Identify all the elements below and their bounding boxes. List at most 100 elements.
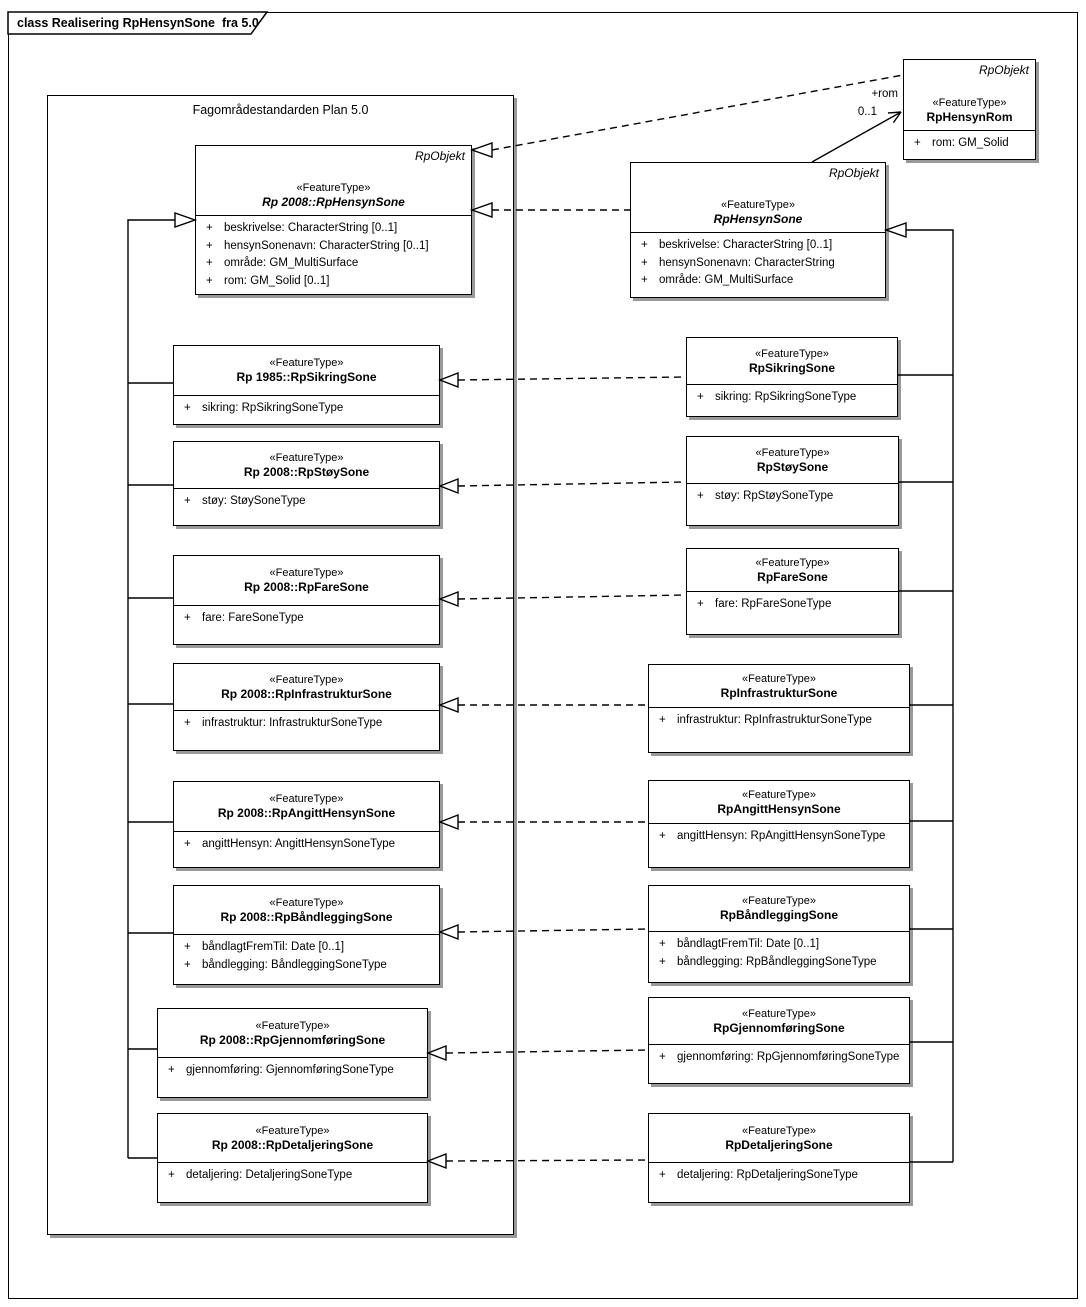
attribute-list: +sikring: RpSikringSoneType — [174, 396, 439, 418]
attribute-row: +båndlagtFremTil: Date [0..1] — [649, 936, 909, 954]
attribute-list: +angittHensyn: AngittHensynSoneType — [174, 832, 439, 854]
diagram-title: class Realisering RpHensynSone fra 5.0 — [17, 16, 259, 30]
attribute-row: + gjennomføring: RpGjennomføringSoneType — [649, 1049, 909, 1067]
attribute-row: + båndlagtFremTil: Date [0..1] — [174, 939, 439, 957]
attribute-visibility: + — [641, 274, 648, 286]
association-role-label: +rom — [871, 88, 898, 100]
class-rp1985-rpsikringsone[interactable]: «FeatureType» Rp 1985::RpSikringSone +si… — [173, 345, 440, 425]
attribute-text: båndlegging: RpBåndleggingSoneType — [677, 955, 877, 968]
attribute-list: + støy: RpStøySoneType — [687, 484, 898, 506]
class-rphensynsone[interactable]: RpObjekt «FeatureType» RpHensynSone +bes… — [630, 162, 886, 298]
attribute-row: +detaljering: RpDetaljeringSoneType — [649, 1167, 909, 1185]
attribute-list: +detaljering: DetaljeringSoneType — [158, 1163, 427, 1185]
class-name: Rp 2008::RpFareSone — [244, 580, 369, 594]
attribute-row: +sikring: RpSikringSoneType — [174, 400, 439, 418]
attribute-row: +angittHensyn: AngittHensynSoneType — [174, 836, 439, 854]
class-rp2008-rpstoysone[interactable]: «FeatureType» Rp 2008::RpStøySone +støy:… — [173, 441, 440, 526]
attribute-text: båndlagtFremTil: Date [0..1] — [202, 941, 345, 953]
attribute-visibility: + — [206, 274, 213, 287]
class-name: Rp 2008::RpGjennomføringSone — [199, 1032, 386, 1047]
attribute-row: + hensynSonenavn: CharacterString — [631, 255, 885, 273]
superclass-label: RpObjekt — [828, 166, 879, 180]
class-name: RpBåndleggingSone — [720, 908, 838, 922]
attribute-text: hensynSonenavn: CharacterString [0..1] — [224, 239, 429, 252]
attribute-list: + båndlagtFremTil: Date [0..1] +båndleggin… — [174, 935, 439, 974]
attribute-visibility: + — [697, 490, 704, 502]
package-label: Fagområdestandarden Plan 5.0 — [192, 103, 369, 117]
attribute-text: støy: RpStøySoneType — [715, 490, 834, 502]
stereotype-label: «FeatureType» — [721, 199, 795, 211]
attribute-text: infrastruktur: InfrastrukturSoneType — [202, 717, 383, 729]
class-rp2008-rpbandleggingsone[interactable]: «FeatureType» Rp 2008::RpBåndleggingSone… — [173, 885, 440, 985]
class-rpstoysone[interactable]: «FeatureType» RpStøySone +støy: RpStøySo… — [686, 436, 899, 526]
stereotype-label: «FeatureType» — [255, 1019, 330, 1032]
attribute-text: fare: FareSoneType — [202, 612, 304, 624]
class-rpangitthensynsone[interactable]: «FeatureType» RpAngittHensynSone +angitt… — [648, 780, 910, 868]
stereotype-label: «FeatureType» — [742, 1007, 816, 1020]
class-rp2008-rpdetaljeringsone[interactable]: «FeatureType» Rp 2008::RpDetaljeringSone… — [157, 1113, 428, 1203]
attribute-row: +båndlegging: RpBåndleggingSoneType — [649, 954, 909, 972]
class-name: RpAngittHensynSone — [717, 801, 841, 816]
association-multiplicity-label: 0..1 — [857, 106, 877, 118]
class-name: Rp 1985::RpSikringSone — [236, 370, 377, 384]
attribute-list: +fare: RpFareSoneType — [687, 592, 898, 614]
attribute-list: +båndlagtFremTil: Date [0..1]+båndleggin… — [649, 932, 909, 971]
class-rp2008-rpgjennomforingsone[interactable]: «FeatureType» Rp 2008::RpGjennomføringSo… — [157, 1008, 428, 1098]
attribute-row: +infrastruktur: RpInfrastrukturSoneType — [649, 712, 909, 730]
attribute-list: +beskrivelse: CharacterString [0..1]+hen… — [631, 233, 885, 290]
attribute-list: +beskrivelse: CharacterString [0..1] + hen… — [196, 216, 471, 290]
class-rphensynrom[interactable]: RpObjekt «FeatureType» RpHensynRom +rom:… — [903, 59, 1036, 160]
class-name: Rp 2008::RpBåndleggingSone — [220, 909, 393, 924]
class-rpgjennomforingsone[interactable]: «FeatureType» RpGjennomføringSone + gjenn… — [648, 997, 910, 1084]
attribute-visibility: + — [184, 717, 191, 729]
attribute-list: +detaljering: RpDetaljeringSoneType — [649, 1163, 909, 1185]
attribute-row: +støy: StøySoneType — [174, 493, 439, 511]
attribute-row: +detaljering: DetaljeringSoneType — [158, 1167, 427, 1185]
attribute-row: +angittHensyn: RpAngittHensynSoneType — [649, 828, 909, 846]
attribute-row: +beskrivelse: CharacterString [0..1] — [631, 237, 885, 255]
attribute-visibility: + — [184, 941, 191, 953]
class-rp2008-rpfaresone[interactable]: «FeatureType» Rp 2008::RpFareSone +fare:… — [173, 555, 440, 645]
attribute-row: +rom: GM_Solid — [904, 135, 1035, 153]
attribute-row: +fare: RpFareSoneType — [687, 596, 898, 614]
attribute-text: infrastruktur: RpInfrastrukturSoneType — [677, 714, 872, 726]
class-rpbandleggingsone[interactable]: «FeatureType» RpBåndleggingSone +båndlag… — [648, 885, 910, 983]
attribute-text: hensynSonenavn: CharacterString — [659, 256, 835, 269]
attribute-row: + støy: RpStøySoneType — [687, 488, 898, 506]
attribute-visibility: + — [184, 495, 191, 507]
attribute-text: rom: GM_Solid [0..1] — [224, 274, 330, 287]
attribute-row: +beskrivelse: CharacterString [0..1] — [196, 220, 471, 238]
class-name: Rp 2008::RpHensynSone — [262, 195, 405, 209]
stereotype-label: «FeatureType» — [269, 673, 344, 686]
stereotype-label: «FeatureType» — [255, 1124, 330, 1137]
attribute-text: beskrivelse: CharacterString [0..1] — [659, 239, 833, 251]
attribute-visibility: + — [659, 1051, 666, 1063]
attribute-list: +støy: StøySoneType — [174, 489, 439, 511]
attribute-visibility: + — [659, 1169, 666, 1181]
attribute-visibility: + — [641, 256, 648, 269]
class-name: RpHensynSone — [713, 212, 803, 226]
attribute-row: + infrastruktur: InfrastrukturSoneType — [174, 715, 439, 733]
attribute-text: angittHensyn: AngittHensynSoneType — [202, 838, 396, 850]
stereotype-label: «FeatureType» — [742, 788, 816, 801]
attribute-list: +fare: FareSoneType — [174, 606, 439, 628]
attribute-row: +båndlegging: BåndleggingSoneType — [174, 957, 439, 975]
attribute-list: +gjennomføring: GjennomføringSoneType — [158, 1058, 427, 1080]
class-rpfaresone[interactable]: «FeatureType» RpFareSone +fare: RpFareSo… — [686, 548, 899, 635]
class-rp2008-rpinfrastruktursone[interactable]: «FeatureType» Rp 2008::RpInfrastrukturSo… — [173, 663, 440, 751]
class-rp2008-rpangitthensynsone[interactable]: «FeatureType» Rp 2008::RpAngittHensynSon… — [173, 781, 440, 868]
class-rpinfrastruktursone[interactable]: «FeatureType» RpInfrastrukturSone +infra… — [648, 664, 910, 753]
class-name: RpGjennomføringSone — [713, 1020, 845, 1035]
attribute-text: gjennomføring: GjennomføringSoneType — [186, 1064, 394, 1076]
class-name: Rp 2008::RpDetaljeringSone — [211, 1137, 374, 1152]
attribute-text: gjennomføring: RpGjennomføringSoneType — [677, 1051, 900, 1063]
attribute-list: + infrastruktur: InfrastrukturSoneType — [174, 711, 439, 733]
class-rpsikringsone[interactable]: «FeatureType» RpSikringSone +sikring: Rp… — [686, 337, 898, 417]
class-rpdetaljeringsone[interactable]: «FeatureType» RpDetaljeringSone +detalje… — [648, 1113, 910, 1203]
class-name: RpInfrastrukturSone — [720, 685, 838, 700]
class-rp2008-rphensynsone[interactable]: RpObjekt «FeatureType» Rp 2008::RpHensyn… — [195, 145, 472, 295]
attribute-list: +rom: GM_Solid — [904, 131, 1035, 153]
stereotype-label: «FeatureType» — [269, 793, 344, 805]
attribute-text: detaljering: DetaljeringSoneType — [186, 1169, 353, 1181]
attribute-visibility: + — [659, 830, 666, 842]
